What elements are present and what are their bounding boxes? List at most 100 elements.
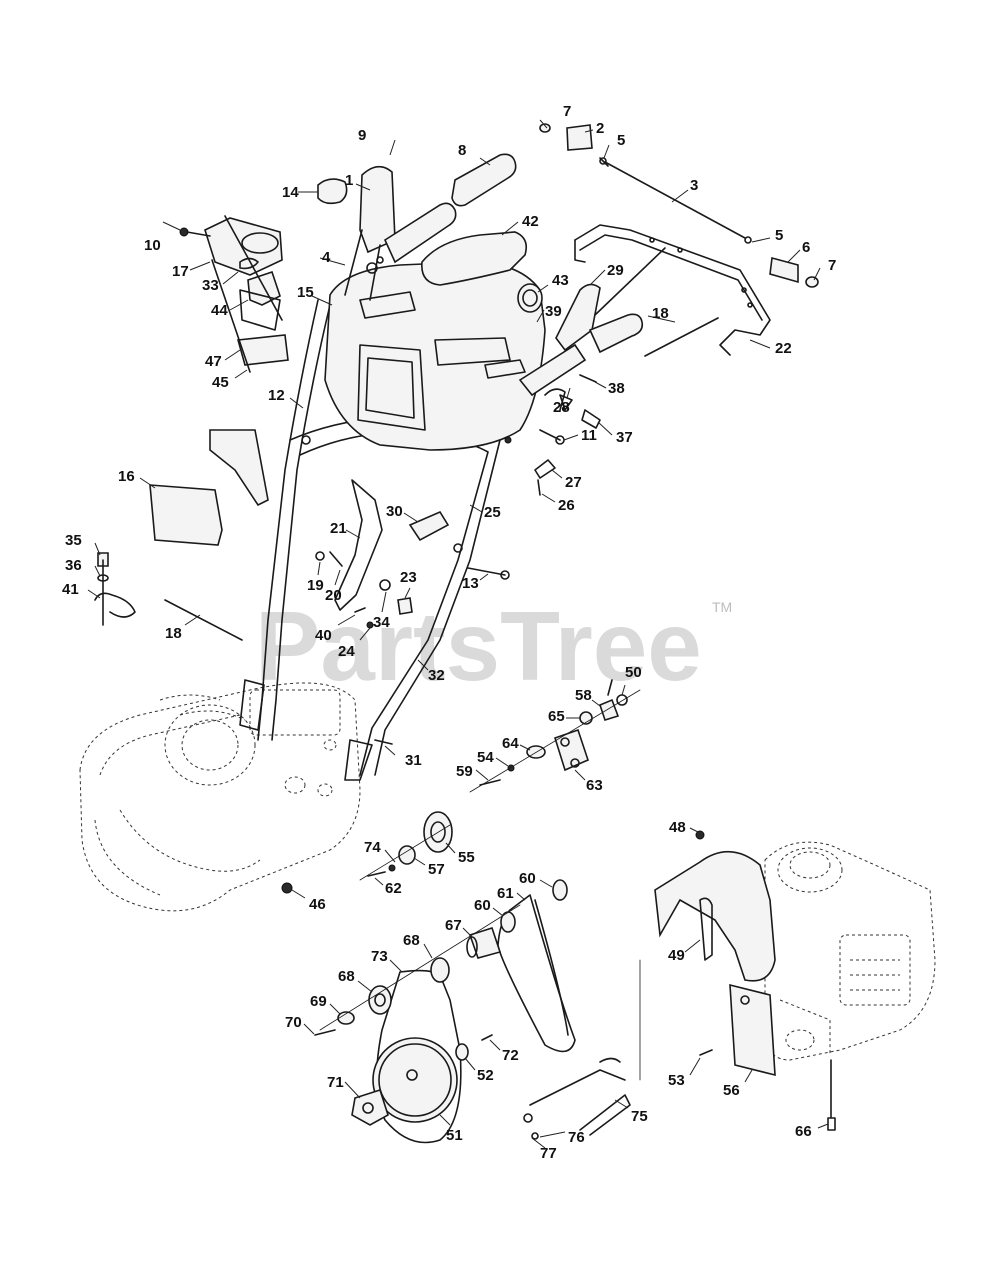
callout-13: 13 (462, 575, 479, 592)
callout-42: 42 (522, 213, 539, 230)
callout-67: 67 (445, 917, 462, 934)
bolt-31 (374, 739, 393, 745)
callout-45: 45 (212, 374, 229, 391)
callout-76: 76 (568, 1129, 585, 1146)
idler-arm-assembly (469, 679, 641, 793)
callout-71: 71 (327, 1074, 344, 1091)
callout-12: 12 (268, 387, 285, 404)
callout-69: 69 (310, 993, 327, 1010)
callout-65: 65 (548, 708, 565, 725)
callout-24: 24 (338, 643, 355, 660)
nut-46 (281, 882, 293, 894)
callouts: 9 7 2 5 8 1 3 14 10 42 5 6 17 4 7 29 33 … (62, 103, 836, 1162)
bolt-48 (695, 830, 705, 840)
callout-30: 30 (386, 503, 403, 520)
pulleys (314, 879, 568, 1126)
callout-17: 17 (172, 263, 189, 280)
callout-31: 31 (405, 752, 422, 769)
callout-4: 4 (322, 249, 331, 266)
callout-7a: 7 (563, 103, 571, 120)
rod-18-upper (594, 247, 719, 357)
callout-15: 15 (297, 284, 314, 301)
callout-73: 73 (371, 948, 388, 965)
callout-3: 3 (690, 177, 698, 194)
auger-housing-drawing (79, 682, 361, 912)
callout-57: 57 (428, 861, 445, 878)
callout-18b: 18 (165, 625, 182, 642)
callout-41: 41 (62, 581, 79, 598)
control-panel (324, 261, 546, 451)
callout-34: 34 (373, 614, 390, 631)
callout-26: 26 (558, 497, 575, 514)
callout-77: 77 (540, 1145, 557, 1162)
engine-drawing (764, 841, 936, 1061)
bolt-35-assembly (94, 552, 136, 626)
callout-40: 40 (315, 627, 332, 644)
callout-48: 48 (669, 819, 686, 836)
callout-28: 28 (553, 399, 570, 416)
callout-23: 23 (400, 569, 417, 586)
light-assembly (179, 215, 289, 373)
watermark-trademark: TM (712, 599, 732, 615)
callout-58: 58 (575, 687, 592, 704)
bracket-56 (523, 959, 776, 1140)
dash-cover (421, 231, 528, 286)
callout-19: 19 (307, 577, 324, 594)
callout-25: 25 (484, 504, 501, 521)
callout-22: 22 (775, 340, 792, 357)
callout-63: 63 (586, 777, 603, 794)
callout-11: 11 (581, 427, 597, 444)
callout-53: 53 (668, 1072, 685, 1089)
callout-75: 75 (631, 1108, 648, 1125)
callout-47: 47 (205, 353, 222, 370)
callout-51: 51 (446, 1127, 463, 1144)
callout-14: 14 (282, 184, 299, 201)
bolt-66 (827, 1059, 836, 1131)
callout-16: 16 (118, 468, 135, 485)
watermark-text: PartsTree (255, 591, 702, 701)
rod-18-lower (164, 599, 243, 641)
callout-68a: 68 (403, 932, 420, 949)
callout-37: 37 (616, 429, 633, 446)
callout-5b: 5 (775, 227, 783, 244)
callout-52: 52 (477, 1067, 494, 1084)
callout-72: 72 (502, 1047, 519, 1064)
callout-60a: 60 (519, 870, 536, 887)
callout-18a: 18 (652, 305, 669, 322)
knob-14 (317, 178, 348, 205)
callout-66: 66 (795, 1123, 812, 1140)
callout-6: 6 (802, 239, 810, 256)
pulley-55-assembly (359, 811, 453, 881)
callout-8: 8 (458, 142, 466, 159)
shift-rod-22 (574, 224, 771, 356)
callout-55: 55 (458, 849, 475, 866)
callout-60b: 60 (474, 897, 491, 914)
callout-56: 56 (723, 1082, 740, 1099)
callout-74: 74 (364, 839, 381, 856)
callout-5a: 5 (617, 132, 625, 149)
callout-39: 39 (545, 303, 562, 320)
cable-3 (539, 123, 819, 288)
chute-small-parts (534, 374, 601, 496)
belt-guard (654, 850, 776, 982)
callout-9: 9 (358, 127, 366, 144)
callout-59: 59 (456, 763, 473, 780)
callout-36: 36 (65, 557, 82, 574)
callout-10: 10 (144, 237, 161, 254)
callout-54: 54 (477, 749, 494, 766)
knob-43 (517, 283, 543, 313)
callout-7b: 7 (828, 257, 836, 274)
callout-49: 49 (668, 947, 685, 964)
callout-61: 61 (497, 885, 514, 902)
callout-50: 50 (625, 664, 642, 681)
callout-64: 64 (502, 735, 519, 752)
callout-62: 62 (385, 880, 402, 897)
callout-35: 35 (65, 532, 82, 549)
callout-70: 70 (285, 1014, 302, 1031)
callout-20: 20 (325, 587, 342, 604)
callout-43: 43 (552, 272, 569, 289)
callout-32: 32 (428, 667, 445, 684)
callout-44: 44 (211, 302, 228, 319)
shield-16 (149, 429, 269, 546)
